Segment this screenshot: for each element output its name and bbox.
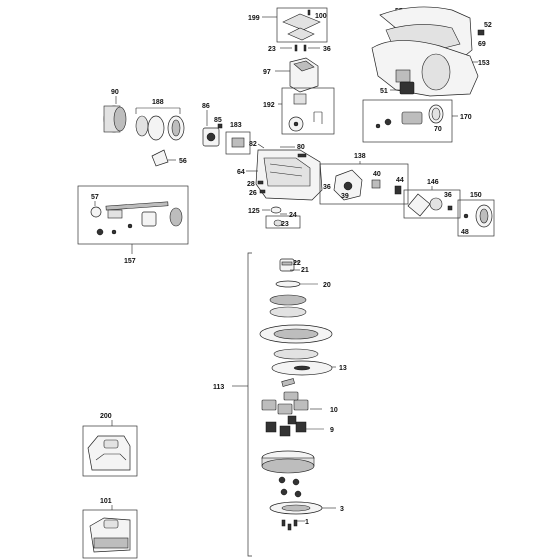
part-group-170: 170 70 [362, 99, 472, 143]
label-64: 64 [237, 169, 245, 176]
gear-housing: 82 80 64 28 26 125 24 23 [237, 141, 323, 229]
part-group-157: 57 157 [77, 185, 189, 265]
label-183: 183 [230, 122, 242, 129]
part-group-146: 146 36 [403, 179, 461, 219]
label-56: 56 [179, 158, 187, 165]
part-group-138: 138 36 40 39 44 [319, 153, 409, 205]
label-188: 188 [152, 99, 164, 106]
part-group-150: 150 48 [457, 192, 495, 237]
label-23-top: 23 [268, 46, 276, 53]
part-86: 86 85 183 [202, 103, 251, 155]
label-40: 40 [373, 171, 381, 178]
label-100: 100 [315, 13, 327, 20]
label-200: 200 [100, 413, 112, 420]
label-9: 9 [330, 427, 334, 434]
label-36-top: 36 [323, 46, 331, 53]
label-138: 138 [354, 153, 366, 160]
label-24: 24 [289, 212, 297, 219]
label-39: 39 [341, 193, 349, 200]
label-51: 51 [380, 88, 388, 95]
label-36-right: 36 [444, 192, 452, 199]
label-82: 82 [249, 141, 257, 148]
label-69: 69 [478, 41, 486, 48]
label-157: 157 [124, 258, 136, 265]
label-170: 170 [460, 114, 472, 121]
part-90: 90 [103, 89, 127, 133]
label-48: 48 [461, 229, 469, 236]
label-192: 192 [263, 102, 275, 109]
label-3: 3 [340, 506, 344, 513]
label-52: 52 [484, 22, 492, 29]
label-90: 90 [111, 89, 119, 96]
part-101: 101 [82, 498, 138, 559]
planet-pins-9 [265, 415, 307, 437]
label-23-mid: 23 [281, 221, 289, 228]
part-group-188: 188 [135, 99, 185, 141]
label-21: 21 [301, 267, 309, 274]
label-57: 57 [91, 194, 99, 201]
label-97: 97 [263, 69, 271, 76]
label-20: 20 [323, 282, 331, 289]
part-200: 200 [82, 413, 138, 477]
label-113: 113 [213, 384, 224, 391]
gearhead-assembly-113: 113 22 21 20 13 10 [213, 252, 347, 557]
label-44: 44 [396, 177, 404, 184]
part-56: 56 [151, 149, 187, 167]
label-153: 153 [478, 60, 490, 67]
part-group-199: 199 100 23 36 [248, 7, 331, 53]
label-146: 146 [427, 179, 439, 186]
part-97: 97 [263, 57, 319, 93]
label-86: 86 [202, 103, 210, 110]
label-22: 22 [293, 260, 301, 267]
label-70: 70 [434, 126, 442, 133]
label-28: 28 [247, 181, 255, 188]
label-150: 150 [470, 192, 482, 199]
label-13: 13 [339, 365, 347, 372]
label-199: 199 [248, 15, 260, 22]
label-1: 1 [305, 519, 309, 526]
part-group-192: 192 [263, 87, 335, 135]
label-80: 80 [297, 144, 305, 151]
label-85: 85 [214, 117, 222, 124]
label-36-mid: 36 [323, 184, 331, 191]
planet-gears-10 [261, 391, 309, 415]
label-10: 10 [330, 407, 338, 414]
label-26: 26 [249, 190, 257, 197]
label-125: 125 [248, 208, 260, 215]
label-101: 101 [100, 498, 112, 505]
part-group-153: 55 52 69 153 51 [371, 6, 492, 97]
